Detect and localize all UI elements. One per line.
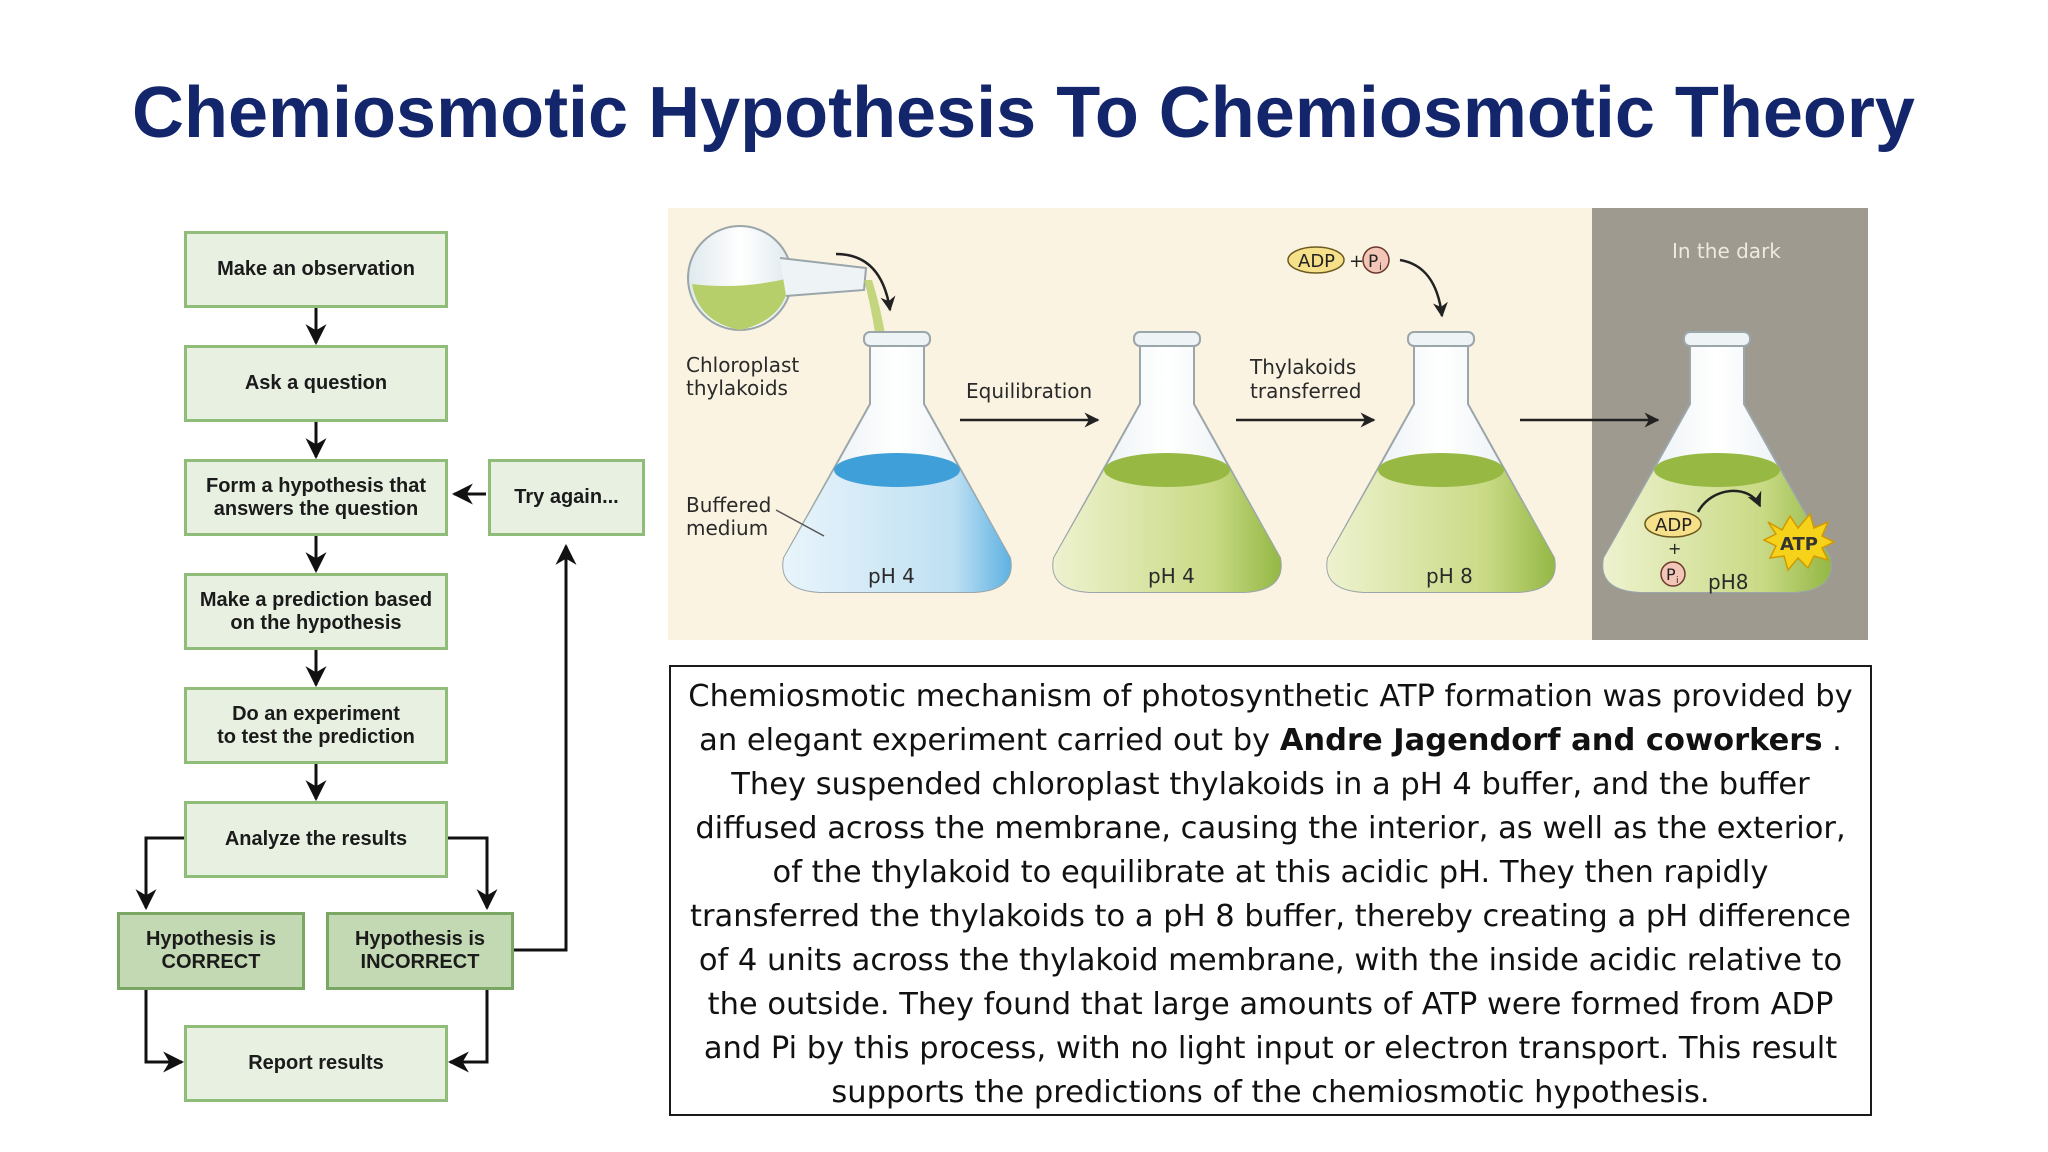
flask-3-ph-label: pH 8 <box>1426 564 1473 588</box>
equilibration-label: Equilibration <box>966 379 1092 403</box>
incorrect-box: Hypothesis is INCORRECT <box>326 912 514 990</box>
flask-1-icon: pH 4 <box>782 331 1012 593</box>
arrow-analyze-correct <box>135 836 184 911</box>
flask-4-ph-label: pH8 <box>1708 570 1748 594</box>
arrow-incorrect-report <box>447 990 489 1073</box>
experiment-illustration: pH 4 pH 4 pH 8 pH8 Chloroplast thylakoid… <box>668 208 1868 640</box>
analyze-box: Analyze the results <box>184 801 448 878</box>
report-box: Report results <box>184 1025 448 1102</box>
pi-flask-text: P <box>1666 565 1676 584</box>
buffered-label: Buffered <box>686 493 771 517</box>
pi-flask-badge <box>1660 561 1686 587</box>
pouring-flask-icon <box>687 225 894 408</box>
transferred-label: transferred <box>1250 379 1361 403</box>
flask-3-icon: pH 8 <box>1326 331 1556 593</box>
description-authors: Andre Jagendorf and coworkers <box>1279 723 1823 758</box>
chloroplast-label: Chloroplast <box>686 353 799 377</box>
arrow-correct-report <box>144 990 185 1073</box>
prediction-box: Make a prediction based on the hypothesi… <box>184 573 448 650</box>
description-part2: . They suspended chloroplast thylakoids … <box>690 723 1851 1110</box>
adp-pour-arrow <box>1399 258 1448 318</box>
try-again-box: Try again... <box>488 459 645 536</box>
arrow-analyze-incorrect <box>448 836 498 911</box>
adp-to-atp-arrow <box>1696 489 1762 513</box>
plus-flask-text: + <box>1668 539 1681 558</box>
adp-flask-text: ADP <box>1655 515 1692 536</box>
pi-top-badge <box>1362 246 1390 274</box>
thylakoids-transferred-label: Thylakoids <box>1249 355 1356 379</box>
flask-1-ph-label: pH 4 <box>868 564 915 588</box>
plus-top-text: + <box>1349 251 1364 272</box>
arrow-incorrect-tryagain <box>514 543 577 952</box>
description-part1: Chemiosmotic mechanism of photosynthetic… <box>688 679 1853 758</box>
atp-text: ATP <box>1780 534 1818 555</box>
correct-box: Hypothesis is CORRECT <box>117 912 305 990</box>
pi-flask-sub: i <box>1676 576 1679 586</box>
pi-top-sub: i <box>1379 262 1382 273</box>
question-box: Ask a question <box>184 345 448 422</box>
adp-flask-badge <box>1644 510 1702 538</box>
medium-label: medium <box>686 516 768 540</box>
slide-title: Chemiosmotic Hypothesis To Chemiosmotic … <box>132 73 1915 153</box>
thylakoids-label: thylakoids <box>686 376 788 400</box>
flask-2-icon: pH 4 <box>1052 331 1282 593</box>
in-the-dark-label: In the dark <box>1672 239 1781 263</box>
adp-top-text: ADP <box>1298 251 1335 272</box>
observation-box: Make an observation <box>184 231 448 308</box>
flask-2-ph-label: pH 4 <box>1148 564 1195 588</box>
experiment-box: Do an experiment to test the prediction <box>184 687 448 764</box>
description-box: Chemiosmotic mechanism of photosynthetic… <box>669 665 1872 1116</box>
hypothesis-box: Form a hypothesis that answers the quest… <box>184 459 448 536</box>
atp-burst-icon <box>1762 512 1836 572</box>
pour-arrow <box>835 252 896 312</box>
adp-top-badge <box>1287 246 1345 274</box>
buffered-pointer <box>775 509 825 537</box>
pi-top-text: P <box>1368 252 1378 272</box>
